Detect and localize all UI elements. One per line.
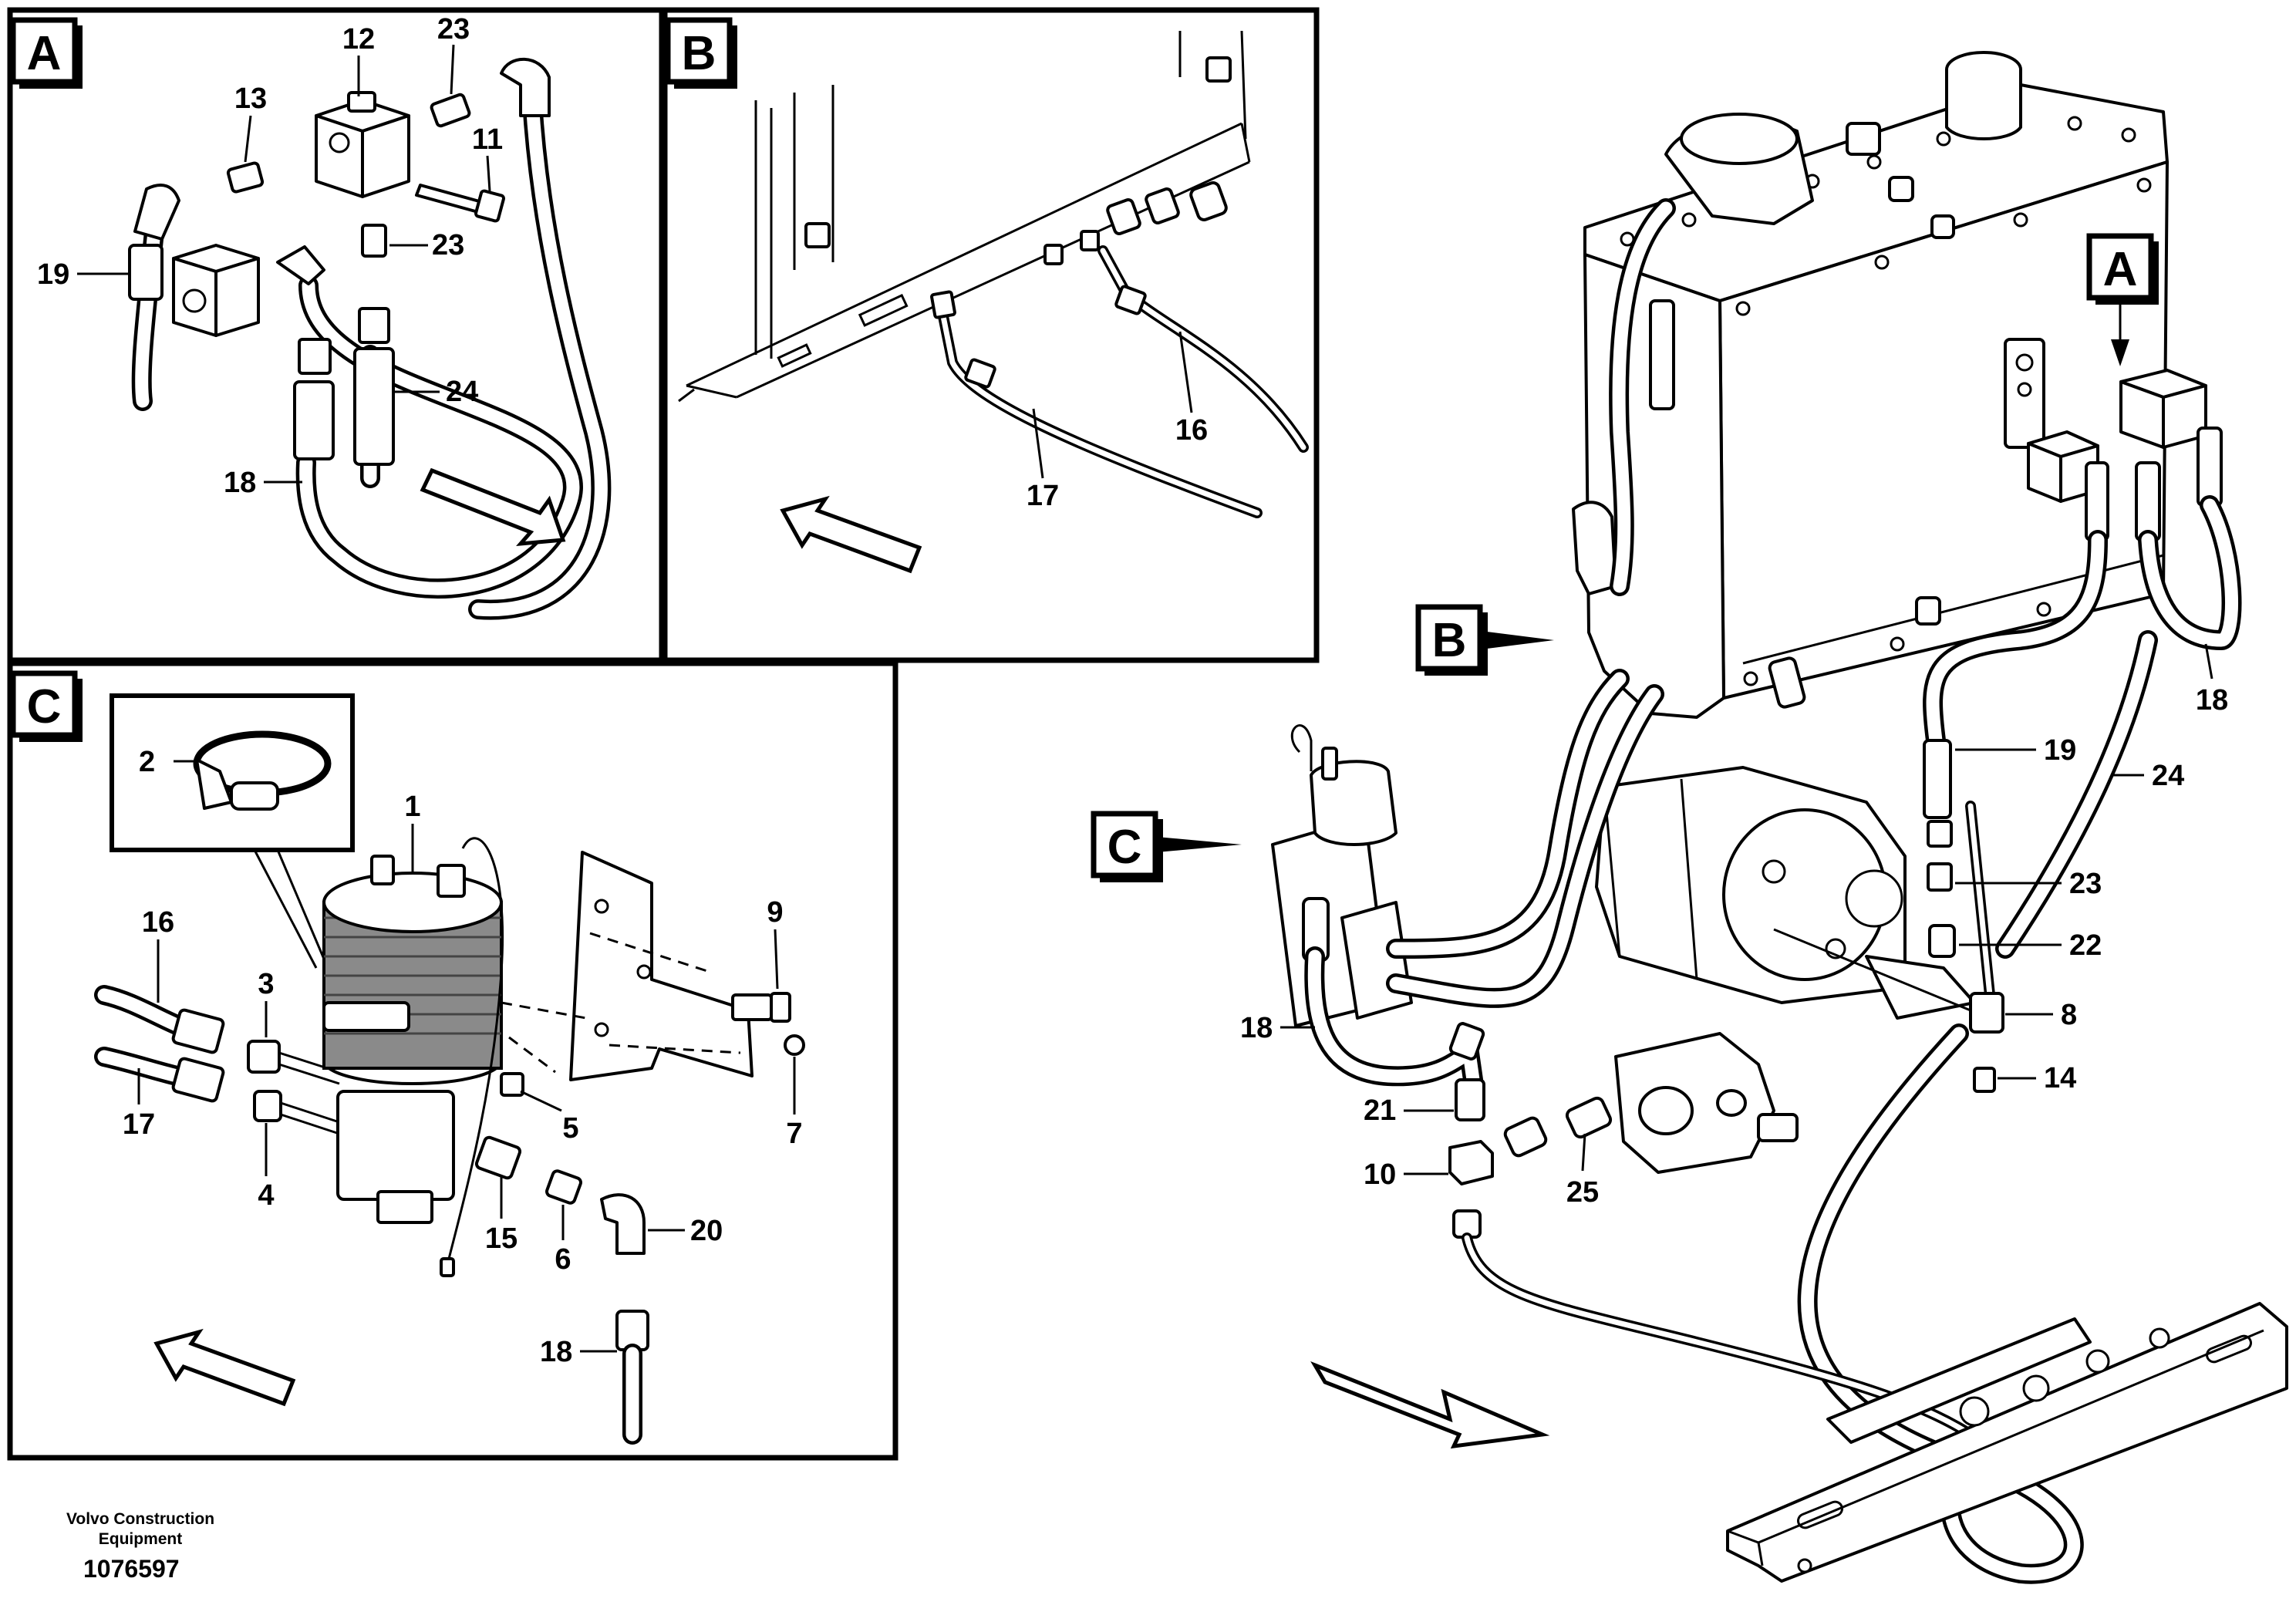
callout-2: 2 xyxy=(139,746,155,778)
filter-bracket-main xyxy=(1271,724,1413,1027)
document-footer: Volvo Construction Equipment 1076597 xyxy=(66,1510,214,1583)
callout-23-top: 23 xyxy=(437,13,470,46)
marker-a: A xyxy=(2103,243,2138,296)
view-b-panel: B xyxy=(662,7,1320,663)
callout-19-main: 19 xyxy=(2044,734,2076,767)
callout-12: 12 xyxy=(342,23,375,56)
callout-4: 4 xyxy=(258,1179,274,1212)
elbow-20 xyxy=(600,1193,646,1255)
nipple-23-top xyxy=(430,93,471,128)
hydraulic-pump xyxy=(1595,766,1976,1020)
valve-block-12 xyxy=(315,91,410,198)
direction-arrow-a xyxy=(420,467,566,547)
view-a-tag: A xyxy=(27,27,62,80)
marker-b: B xyxy=(1432,614,1467,667)
line-filter-1 xyxy=(322,837,504,1277)
callout-21-main: 21 xyxy=(1364,1094,1396,1127)
callout-16-c: 16 xyxy=(142,906,174,939)
callout-17-b: 17 xyxy=(1027,480,1059,512)
callout-5: 5 xyxy=(562,1112,578,1145)
callout-23-main: 23 xyxy=(2069,868,2102,900)
adapter-23-main xyxy=(1927,862,1953,892)
hose-end-18 xyxy=(293,380,335,460)
callout-8-main: 8 xyxy=(2061,999,2077,1031)
callout-1: 1 xyxy=(404,791,420,823)
callout-14-main: 14 xyxy=(2044,1062,2076,1094)
elbow-top xyxy=(500,57,551,117)
plug-14-main xyxy=(1973,1067,1996,1093)
main-assembly-view: A B C 18 19 24 23 22 8 14 18 21 10 25 xyxy=(1091,51,2288,1584)
fitting-17 xyxy=(930,290,956,319)
adapter-4 xyxy=(253,1090,282,1122)
mounting-bracket xyxy=(172,244,325,337)
footer-company-line1: Volvo Construction xyxy=(66,1510,214,1528)
direction-arrow-c xyxy=(153,1328,296,1407)
view-b-tag: B xyxy=(682,27,716,80)
footer-doc-number: 1076597 xyxy=(83,1555,180,1583)
view-c-tag: C xyxy=(27,680,62,733)
callout-6: 6 xyxy=(555,1243,571,1276)
callout-17-c: 17 xyxy=(123,1108,155,1141)
tee-22-main xyxy=(1928,924,1956,958)
tee-10 xyxy=(1448,1140,1494,1185)
elbow-19 xyxy=(133,184,180,241)
bolt-5 xyxy=(500,1072,524,1097)
adapter-3 xyxy=(247,1040,281,1074)
tank-bottom-edge xyxy=(678,30,1251,403)
callout-11: 11 xyxy=(472,123,503,156)
adapter-6 xyxy=(545,1169,582,1205)
callout-15: 15 xyxy=(485,1222,518,1255)
bolt-9 xyxy=(731,993,773,1021)
marker-c: C xyxy=(1108,821,1142,874)
callout-16-b: 16 xyxy=(1175,414,1208,447)
callout-20: 20 xyxy=(690,1215,723,1247)
callout-25-main: 25 xyxy=(1566,1176,1599,1209)
elbow-18-main xyxy=(1448,1022,1485,1061)
nut-7 xyxy=(784,1034,805,1056)
callout-7: 7 xyxy=(786,1118,802,1150)
callout-3: 3 xyxy=(258,968,274,1000)
nut-18 xyxy=(298,338,332,375)
callout-24-main: 24 xyxy=(2152,760,2184,792)
hose-end-17 xyxy=(171,1057,225,1103)
clamp-detail-inset xyxy=(110,693,355,852)
view-c-panel: C xyxy=(7,660,899,1461)
callout-24: 24 xyxy=(446,376,478,408)
hose-end-24 xyxy=(353,347,395,466)
callout-22-main: 22 xyxy=(2069,929,2102,962)
hydraulic-tank xyxy=(1572,51,2169,719)
valve-block-a-location xyxy=(2027,369,2223,541)
hose-end-19 xyxy=(128,244,164,301)
nipple-13 xyxy=(226,161,265,194)
hose-clamp-2 xyxy=(193,730,332,811)
adapter-23-mid xyxy=(361,224,387,258)
callout-18-main-right: 18 xyxy=(2196,684,2228,717)
callout-18-a: 18 xyxy=(224,467,256,499)
callout-19: 19 xyxy=(37,258,69,291)
view-a-panel: A xyxy=(7,7,665,663)
adapter-21 xyxy=(1455,1078,1485,1121)
tee-8-main xyxy=(1969,992,2004,1034)
callout-13: 13 xyxy=(234,83,267,115)
fitting-15 xyxy=(474,1135,522,1180)
mounting-plate xyxy=(501,851,754,1081)
fitting-16 xyxy=(1114,285,1147,315)
callout-18-c: 18 xyxy=(540,1336,572,1368)
callout-23-mid: 23 xyxy=(432,229,464,261)
hose-end-16 xyxy=(171,1008,225,1054)
direction-arrow-main xyxy=(1310,1361,1550,1449)
callout-10-main: 10 xyxy=(1364,1158,1396,1191)
hose-end-19-main xyxy=(1923,739,1952,819)
callout-9: 9 xyxy=(767,896,783,929)
callout-18-main-left: 18 xyxy=(1240,1012,1273,1044)
control-valve xyxy=(1614,1032,1799,1174)
footer-company-line2: Equipment xyxy=(99,1530,183,1548)
nut-24 xyxy=(358,307,390,344)
bolt-11 xyxy=(415,184,484,214)
direction-arrow-b xyxy=(780,495,922,574)
frame-member xyxy=(1726,1302,2288,1583)
coupling-25 xyxy=(1503,1116,1548,1158)
